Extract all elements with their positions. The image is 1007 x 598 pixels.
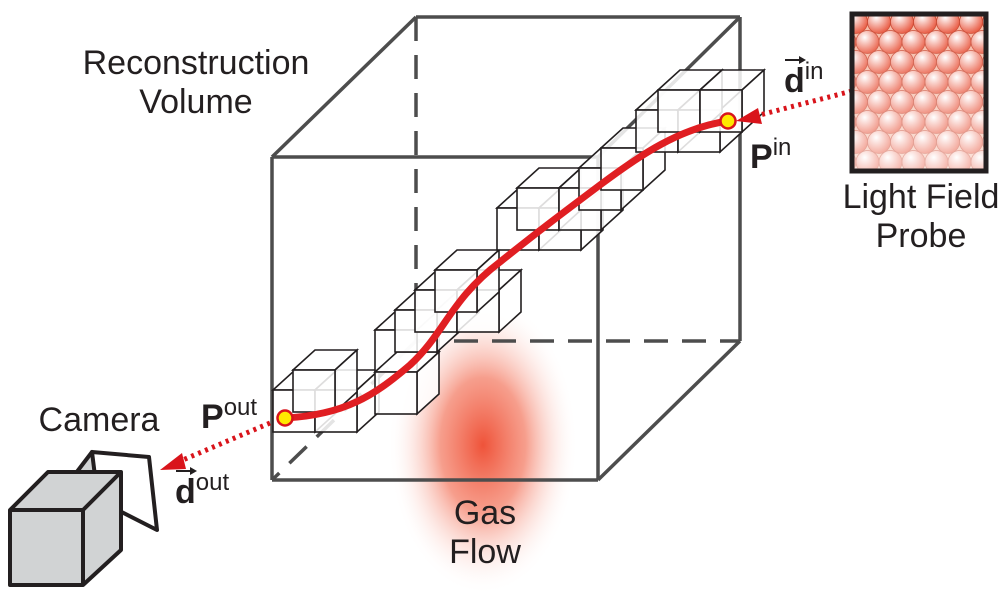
- p-in-base: P: [750, 138, 773, 176]
- lenslet: [822, 91, 845, 114]
- voxel-cube: [372, 350, 442, 416]
- ray-out-segment: [160, 420, 271, 470]
- lenslet: [994, 31, 1007, 54]
- voxel-cube: [290, 348, 360, 414]
- p-out-label: Pout: [201, 396, 257, 436]
- lenslet: [822, 51, 845, 74]
- light-field-probe-label: Light Field Probe: [836, 178, 1006, 256]
- d-out-label: dout: [175, 467, 229, 511]
- d-in-label: din: [784, 56, 823, 100]
- ray-path: [281, 117, 732, 422]
- lenslet: [822, 131, 845, 154]
- camera-label: Camera: [38, 401, 160, 439]
- reconstruction-volume-cube: [270, 15, 742, 482]
- lenslet: [822, 11, 845, 34]
- lenslet: [994, 111, 1007, 134]
- reconstruction-volume-line2: Volume: [139, 83, 253, 122]
- p-out-sup: out: [223, 394, 258, 421]
- ray-in-segment: [736, 88, 853, 124]
- reconstruction-volume-line1: Reconstruction: [82, 44, 310, 82]
- gas-flow-line2: Flow: [449, 533, 521, 572]
- light-field-probe-line2: Probe: [875, 217, 967, 256]
- d-out-base: d: [175, 467, 197, 511]
- lenslet: [994, 71, 1007, 94]
- d-in-base: d: [784, 56, 806, 100]
- cube-hidden-edges: [270, 17, 740, 482]
- camera-icon: [8, 450, 159, 587]
- p-in-label: Pin: [750, 136, 791, 176]
- light-field-probe: [822, 11, 1007, 174]
- d-in-sup: in: [804, 58, 824, 85]
- reconstruction-volume-label: Reconstruction Volume: [58, 44, 334, 122]
- gas-flow-label: Gas Flow: [420, 494, 550, 572]
- lenslet: [994, 151, 1007, 174]
- p-in-point: [719, 112, 737, 130]
- d-out-sup: out: [195, 469, 230, 496]
- p-out-point: [276, 409, 294, 427]
- p-in-sup: in: [772, 134, 792, 161]
- light-field-probe-line1: Light Field: [842, 178, 1000, 216]
- gas-flow-line1: Gas: [453, 494, 517, 532]
- p-out-base: P: [201, 398, 224, 436]
